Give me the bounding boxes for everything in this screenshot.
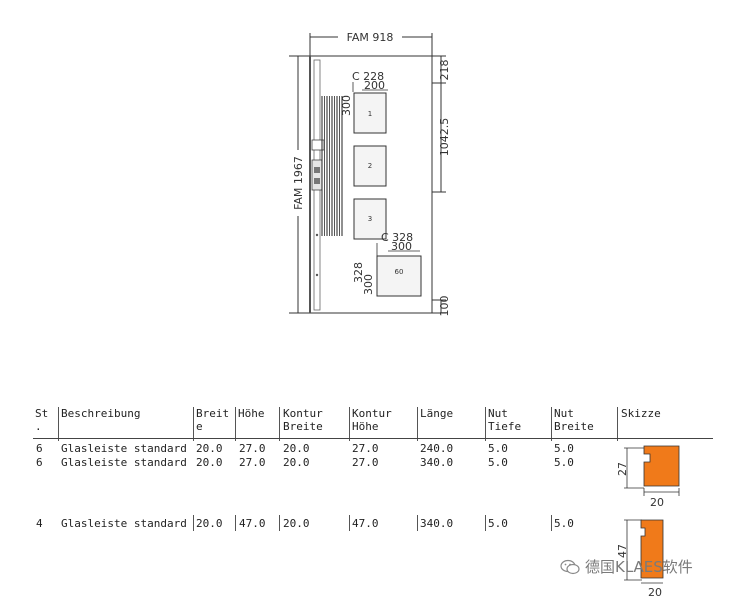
lower-bead-side-a-label: 328 [352,262,365,283]
svg-text:2: 2 [368,162,372,170]
lower-bead-side-b-label: 300 [362,274,375,295]
lower-bead-a-label: C 328 [381,231,413,244]
col-hoehe: Höhe [238,407,265,420]
profile-sketch-27: 27 20 [616,445,680,509]
pane-1: 1 [353,92,387,134]
lower-bead-callout: C 328 300 328 300 [352,231,420,295]
right-dimension-chain: 218 1042.5 100 [432,55,451,317]
profile-sketches: 27 20 47 20 [616,445,680,599]
upper-bead-side-label: 300 [340,95,353,116]
svg-text:47: 47 [616,544,629,558]
pane-60: 60 [376,255,422,297]
width-dimension-label: FAM 918 [347,31,394,44]
header-rule [33,438,713,439]
height-dimension: FAM 1967 [289,55,312,314]
upper-bead-b-label: 200 [364,79,385,92]
bottom-offset-label: 100 [438,296,451,317]
col-laenge: Länge [420,407,454,420]
svg-text:20: 20 [650,496,664,509]
svg-text:3: 3 [368,215,372,223]
wechat-icon [560,559,580,574]
svg-text:1: 1 [368,110,372,118]
groove-strip [321,96,343,236]
upper-span-label: 1042.5 [438,118,451,157]
upper-bead-callout: C 228 200 300 [340,70,388,116]
svg-text:60: 60 [395,268,404,276]
col-st: St. [35,407,49,433]
watermark-text: 德国KLAES软件 [585,558,693,576]
watermark: 德国KLAES软件 [560,556,693,577]
height-dimension-label: FAM 1967 [292,156,305,210]
pane-3: 3 [353,198,387,240]
width-dimension: FAM 918 [309,30,433,56]
lower-bead-b-label: 300 [391,240,412,253]
pane-2: 2 [353,145,387,187]
svg-text:27: 27 [616,462,629,476]
top-offset-label: 218 [438,60,451,81]
lock-hardware [311,139,325,277]
svg-text:20: 20 [648,586,662,599]
col-skizze: Skizze [621,407,661,420]
profile-sketch-47: 47 20 [616,519,664,599]
upper-bead-a-label: C 228 [352,70,384,83]
col-beschreibung: Beschreibung [61,407,141,420]
